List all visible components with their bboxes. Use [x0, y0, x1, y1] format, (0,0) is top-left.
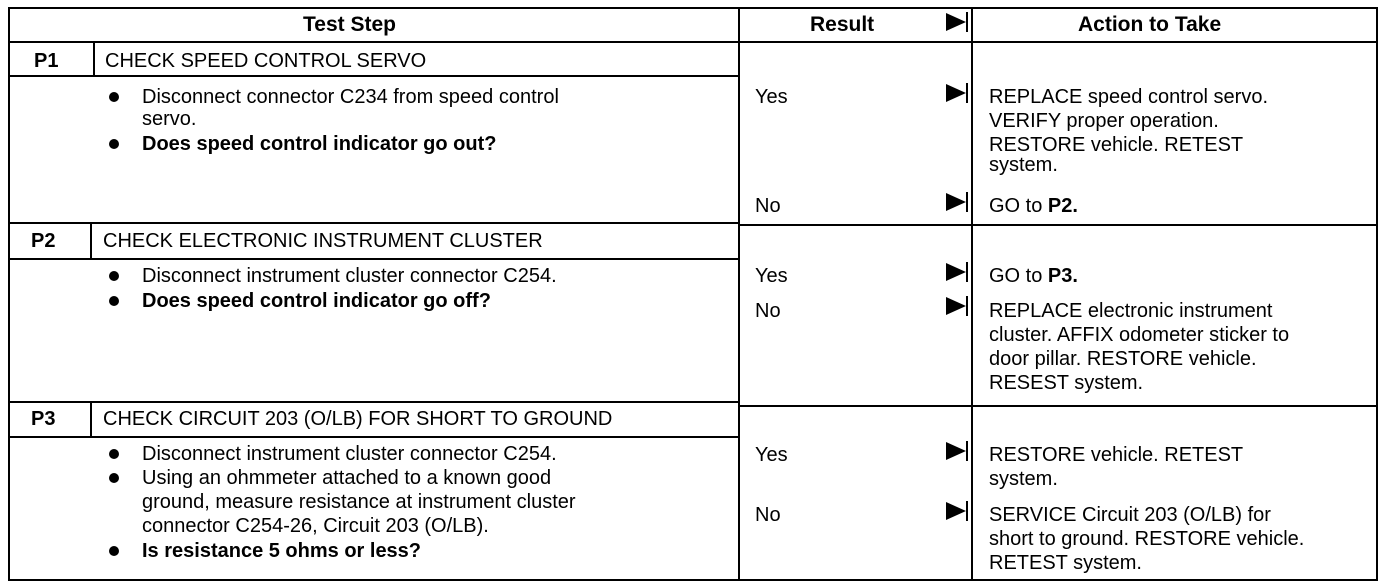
step-separator-p3 [8, 401, 740, 403]
result-label: No [755, 300, 781, 322]
instruction-line: Disconnect instrument cluster connector … [142, 443, 557, 465]
table-bottom-border [8, 579, 1378, 581]
result-separator-p3 [738, 405, 1378, 407]
action-line: RESEST system. [989, 372, 1144, 394]
step-reference: P2. [1047, 195, 1078, 217]
step-reference: P3. [1047, 265, 1078, 287]
table-left-border [8, 7, 10, 581]
action-line: RETEST system. [989, 552, 1142, 574]
result-arrow-bar-icon [966, 192, 968, 212]
action-line: short to ground. RESTORE vehicle. [989, 528, 1305, 550]
action-line: GO to P2. [989, 195, 1078, 217]
action-line: RESTORE vehicle. RETEST [989, 444, 1244, 466]
step-title-underline-p3 [8, 436, 740, 438]
step-id-p3: P3 [31, 408, 56, 430]
action-line: GO to P3. [989, 265, 1078, 287]
bullet-icon [109, 449, 119, 459]
step-id-p1: P1 [34, 50, 59, 72]
action-line: system. [989, 468, 1058, 490]
result-arrow-bar-icon [966, 262, 968, 282]
bullet-icon [109, 139, 119, 149]
result-separator-p2 [738, 224, 1378, 226]
column-divider-action [971, 7, 973, 581]
result-arrow-bar-icon [966, 296, 968, 316]
result-arrow-icon [946, 297, 966, 315]
bullet-icon [109, 271, 119, 281]
header-test-step: Test Step [303, 13, 396, 36]
instruction-line: Using an ohmmeter attached to a known go… [142, 467, 552, 489]
instruction-line: Disconnect instrument cluster connector … [142, 265, 557, 287]
instruction-question: Does speed control indicator go out? [142, 133, 497, 155]
step-title-underline-p2 [8, 258, 740, 260]
bullet-icon [109, 296, 119, 306]
header-action: Action to Take [1078, 13, 1222, 36]
bullet-icon [109, 92, 119, 102]
step-id-divider-p1 [93, 42, 95, 75]
action-line: door pillar. RESTORE vehicle. [989, 348, 1257, 370]
result-arrow-bar-icon [966, 441, 968, 461]
result-arrow-icon [946, 84, 966, 102]
step-title-p2: CHECK ELECTRONIC INSTRUMENT CLUSTER [103, 230, 543, 252]
column-divider-result [738, 7, 740, 581]
step-separator-p2 [8, 222, 740, 224]
result-arrow-icon [946, 502, 966, 520]
instruction-line: ground, measure resistance at instrument… [142, 491, 576, 513]
instruction-line: servo. [142, 108, 197, 130]
step-id-divider-p2 [90, 224, 92, 258]
result-label: No [755, 195, 781, 217]
action-line: REPLACE electronic instrument [989, 300, 1273, 322]
step-title-underline-p1 [8, 75, 740, 77]
step-id-p2: P2 [31, 230, 56, 252]
table-top-border [8, 7, 1378, 9]
result-arrow-icon [946, 442, 966, 460]
action-line: SERVICE Circuit 203 (O/LB) for [989, 504, 1271, 526]
step-title-p3: CHECK CIRCUIT 203 (O/LB) FOR SHORT TO GR… [103, 408, 613, 430]
step-title-p1: CHECK SPEED CONTROL SERVO [105, 50, 427, 72]
result-label: Yes [755, 86, 788, 108]
action-line: RESTORE vehicle. RETEST [989, 134, 1244, 156]
action-line: REPLACE speed control servo. [989, 86, 1269, 108]
action-line: cluster. AFFIX odometer sticker to [989, 324, 1290, 346]
instruction-question: Does speed control indicator go off? [142, 290, 491, 312]
header-arrow-icon [946, 13, 966, 31]
result-label: No [755, 504, 781, 526]
header-result: Result [810, 13, 875, 36]
result-arrow-icon [946, 263, 966, 281]
bullet-icon [109, 546, 119, 556]
result-label: Yes [755, 265, 788, 287]
header-arrow-bar-icon [966, 12, 968, 32]
action-line: VERIFY proper operation. [989, 110, 1219, 132]
action-line: system. [989, 154, 1058, 176]
step-id-divider-p3 [90, 403, 92, 436]
result-arrow-bar-icon [966, 501, 968, 521]
result-arrow-bar-icon [966, 83, 968, 103]
result-label: Yes [755, 444, 788, 466]
instruction-line: connector C254-26, Circuit 203 (O/LB). [142, 515, 489, 537]
table-right-border [1376, 7, 1378, 581]
bullet-icon [109, 473, 119, 483]
instruction-question: Is resistance 5 ohms or less? [142, 540, 422, 562]
result-arrow-icon [946, 193, 966, 211]
instruction-line: Disconnect connector C234 from speed con… [142, 86, 559, 108]
header-bottom-border [8, 41, 1378, 43]
